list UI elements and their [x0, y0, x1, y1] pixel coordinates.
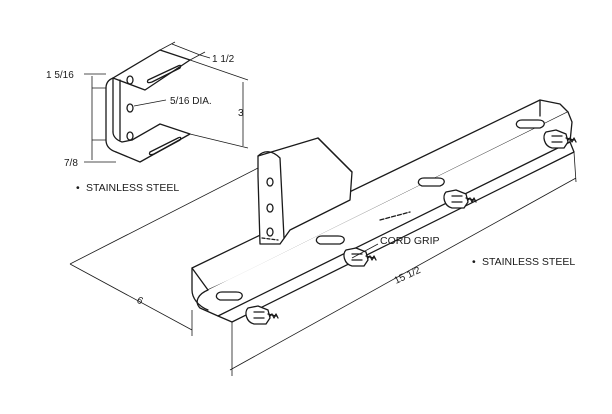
- mount-plate-fold: [257, 151, 285, 239]
- keyhole-slot-2: [315, 235, 345, 245]
- cord-grips: [245, 129, 577, 325]
- cord-grip-4: [543, 129, 577, 149]
- dim-right-label: 3: [238, 108, 244, 119]
- keyhole-slot-1: [215, 291, 243, 301]
- dim-hole-leader: [133, 99, 167, 107]
- dim-top-leader: [199, 54, 211, 59]
- keyhole-slot-4: [515, 119, 545, 129]
- detail-hole-1: [126, 75, 134, 85]
- mount-plate-bottom: [261, 237, 279, 241]
- dim-length-label: 15 1/2: [393, 265, 423, 287]
- main-material-label: STAINLESS STEEL: [482, 256, 575, 268]
- cord-grip-leader: [351, 243, 379, 259]
- main-bracket: [191, 99, 575, 323]
- cord-grip-3: [443, 189, 477, 209]
- detail-top-flange-edge: [105, 77, 114, 89]
- detail-bottom-flange: [115, 123, 191, 163]
- mount-hole-2: [266, 203, 274, 213]
- dim-left-top-label: 1 5/16: [46, 70, 74, 81]
- main-left-edge: [191, 267, 209, 311]
- dim-depth-lines: [69, 167, 259, 336]
- cord-grip-1: [245, 305, 279, 325]
- cord-grip-2: [343, 247, 377, 267]
- dim-left-lines: [84, 73, 116, 163]
- main-front-face: [196, 111, 573, 317]
- detail-dimensions: [84, 41, 249, 163]
- detail-hole-3: [126, 131, 134, 141]
- detail-bottom-slot: [148, 136, 182, 156]
- detail-material-label: STAINLESS STEEL: [86, 182, 179, 194]
- main-bottom-lip: [217, 141, 575, 323]
- dim-hole-label: 5/16 DIA.: [170, 96, 212, 107]
- detail-bottom-flange-back: [112, 131, 133, 143]
- dim-length-lines: [229, 151, 577, 376]
- dim-depth-label: 6: [135, 295, 145, 308]
- dim-top-lines: [159, 41, 206, 61]
- cord-grip-label: CORD GRIP: [380, 235, 440, 247]
- detail-hole-2: [126, 103, 134, 113]
- dim-left-bottom-label: 7/8: [64, 158, 78, 169]
- detail-top-slot: [146, 64, 182, 84]
- detail-top-flange: [112, 49, 191, 91]
- keyhole-slot-3: [417, 177, 445, 187]
- mount-hole-1: [266, 177, 274, 187]
- mount-hole-3: [266, 227, 274, 237]
- mount-plate-top: [317, 137, 353, 173]
- detail-bracket: [105, 49, 191, 163]
- dim-right-lines: [189, 59, 249, 149]
- detail-web: [105, 77, 117, 153]
- main-bullet: •: [472, 256, 476, 268]
- hidden-edge: [379, 211, 411, 221]
- main-dimensions: [69, 151, 577, 376]
- dim-top-label: 1 1/2: [212, 54, 235, 65]
- detail-bullet: •: [76, 182, 80, 194]
